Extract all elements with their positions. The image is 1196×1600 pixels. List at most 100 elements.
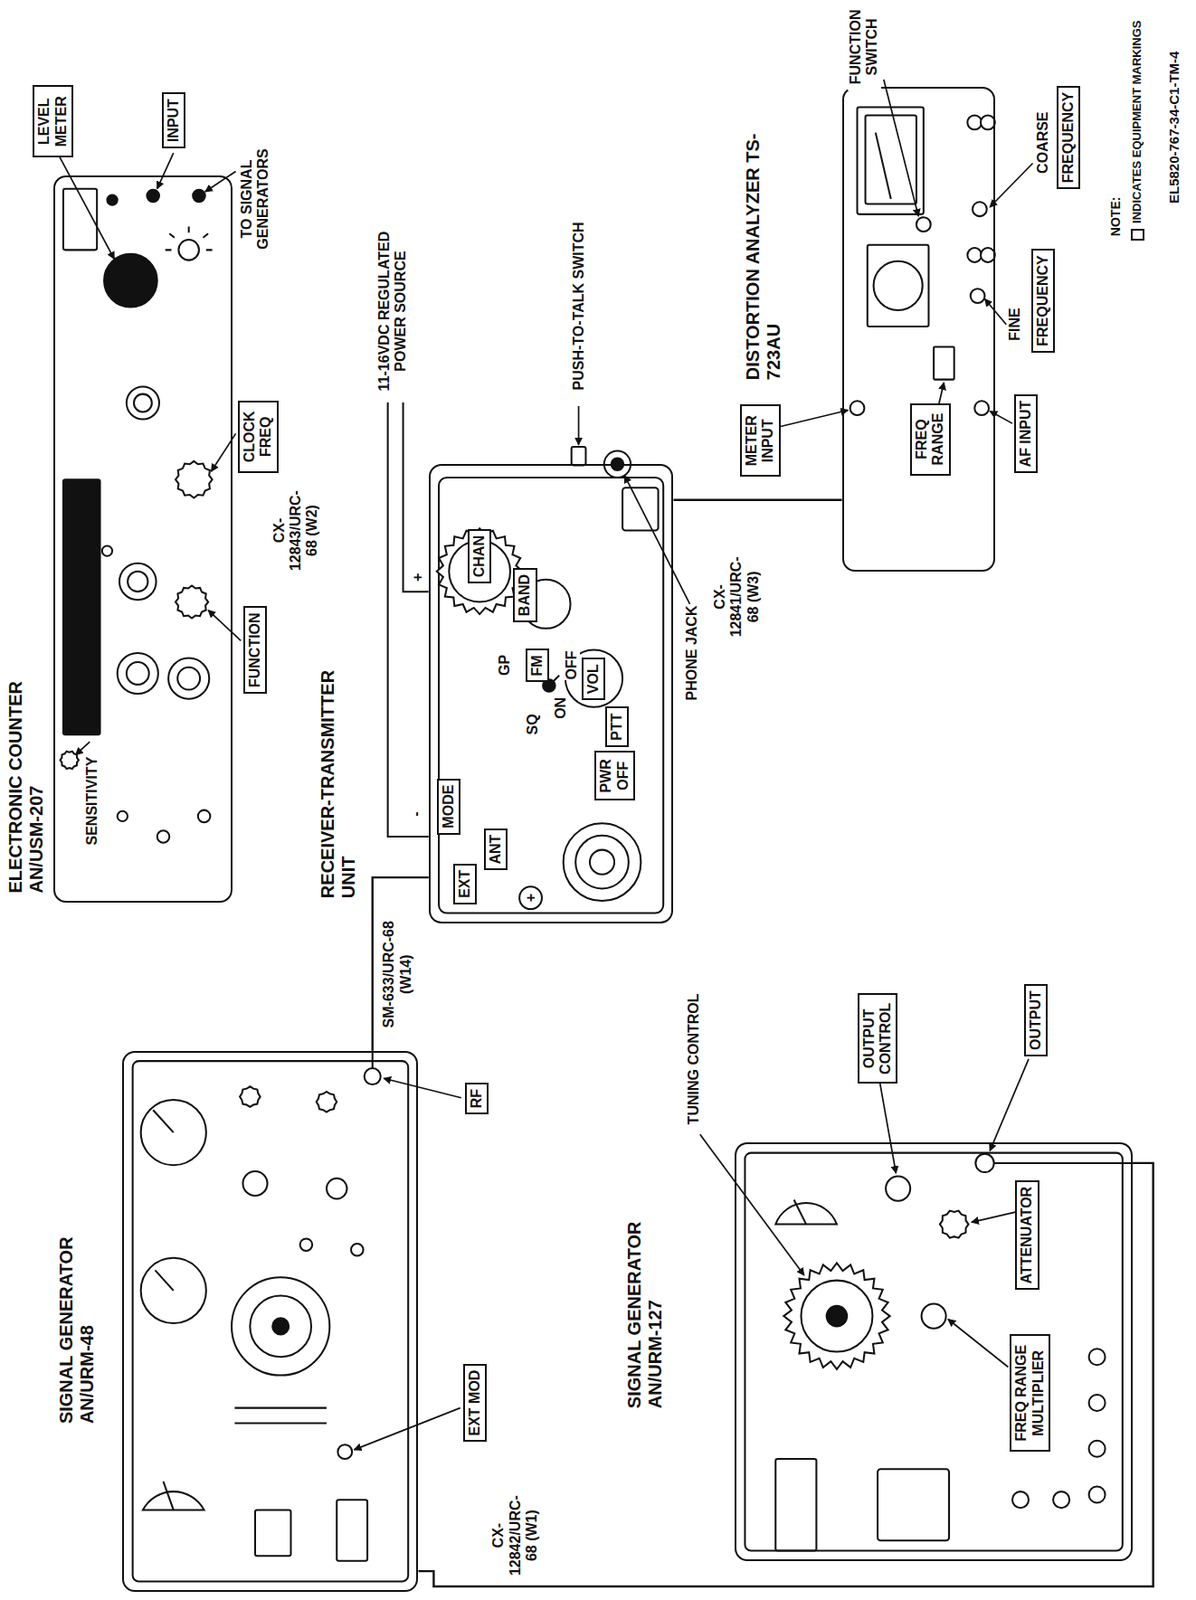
leader-line <box>700 1134 805 1276</box>
meter-needle <box>162 1481 173 1511</box>
marking-box: FM <box>525 648 550 683</box>
cable-label: CX-12841/URC-68 (W3) <box>711 552 762 641</box>
knob <box>885 1177 911 1202</box>
ring-knob <box>126 387 160 420</box>
meter-needle <box>154 1270 173 1291</box>
equipment-marking: RF <box>468 1089 485 1109</box>
speaker-ring <box>575 835 629 890</box>
equipment-title: DISTORTION ANALYZER TS-723AU <box>742 108 785 380</box>
meter <box>141 1100 207 1166</box>
marking-box: ATTENUATOR <box>1015 1180 1039 1291</box>
equipment-title: SIGNAL GENERATOR AN/URM-127 <box>624 1168 666 1409</box>
knob <box>970 288 986 304</box>
marking-box: ANT <box>484 828 508 872</box>
marking-box: FREQUENCY <box>1056 85 1081 190</box>
terminal <box>519 886 542 910</box>
ring-knob <box>117 653 159 694</box>
jack <box>146 189 160 203</box>
equipment-marking: MODE <box>440 785 457 829</box>
leader-line <box>624 475 690 605</box>
ring-knob-center <box>127 571 148 592</box>
equipment-marking: FREQ RANGE MULTIPLIER <box>1013 1340 1047 1446</box>
callout-label: ON <box>552 696 570 721</box>
serrated-knob <box>175 585 209 618</box>
output-connector <box>975 1154 994 1173</box>
knob <box>242 1171 267 1196</box>
marking-box: AF INPUT <box>1014 394 1038 475</box>
serrated-knob <box>783 1262 890 1369</box>
equipment-title: ELECTRONIC COUNTER AN/USM-207 <box>5 622 48 894</box>
lever-bars <box>234 1408 327 1424</box>
equipment-marking: CLOCK FREQ <box>241 407 276 467</box>
leader-line <box>578 406 580 446</box>
ring-knob <box>119 563 157 601</box>
ring-knob <box>168 658 209 700</box>
ptt-switch <box>571 446 587 466</box>
dial-frame <box>867 245 930 327</box>
callout-label: COARSE <box>1034 110 1052 174</box>
marking-box: LEVEL METER <box>32 85 74 158</box>
knob <box>117 811 128 822</box>
marking-box: CHAN <box>467 529 492 584</box>
equipment-outline: ELECTRONIC COUNTER AN/USM-207 <box>53 175 234 903</box>
equipment-marking: FREQ RANGE <box>913 409 948 470</box>
legend-row: INDICATES EQUIPMENT MARKINGS <box>1130 20 1145 241</box>
leader-line <box>985 299 1007 325</box>
knob <box>300 1238 314 1252</box>
equipment-marking: METER INPUT <box>743 410 778 471</box>
leader-line <box>353 1408 460 1451</box>
leader-line <box>971 1212 1016 1223</box>
panel-plate <box>877 1469 950 1541</box>
equipment-marking: FM <box>529 654 546 676</box>
meter-face <box>865 114 917 204</box>
knob <box>326 1178 348 1200</box>
callout-label: CX-12843/URC-68 (W2) <box>271 486 322 575</box>
callout-label: PHONE JACK <box>683 605 701 703</box>
marking-box: CLOCK FREQ <box>237 400 279 474</box>
panel-plate <box>775 1459 817 1552</box>
serrated-knob <box>175 461 213 499</box>
leader-line <box>780 409 848 427</box>
lamp <box>178 239 200 261</box>
equipment-illustration <box>58 79 1133 1582</box>
equipment-marking: FREQUENCY <box>1034 255 1052 346</box>
knob <box>102 545 113 556</box>
knob <box>1012 1491 1029 1509</box>
equipment-outline: SIGNAL GENERATOR AN/URM-48 <box>122 1051 418 1593</box>
callout-label: - <box>408 810 425 817</box>
marking-box: VOL <box>581 657 606 701</box>
toggle-lever <box>549 675 560 686</box>
marking-box: EXT MOD <box>463 1364 487 1443</box>
fan-meter <box>142 1491 205 1510</box>
ext-mod-connector <box>337 1444 352 1460</box>
leader-line <box>157 152 174 189</box>
serrated-knob <box>939 1211 969 1239</box>
equipment-marking: EXT MOD <box>466 1370 484 1437</box>
equipment-outline: SIGNAL GENERATOR AN/URM-127ATTENUATORFRE… <box>734 1142 1133 1561</box>
leader-line <box>939 382 945 405</box>
equipment-marking: PTT <box>608 712 626 741</box>
knob <box>1089 1395 1106 1412</box>
marking-box: MODE <box>436 778 461 836</box>
equipment-outline: RECEIVER-TRANSMITTER UNITCHANBANDFMVOLMO… <box>428 464 674 924</box>
rf-connector <box>364 1068 381 1085</box>
panel-plate <box>336 1499 368 1562</box>
equipment-outline: DISTORTION ANALYZER TS-723AUFREQ RANGE <box>842 86 996 572</box>
leader-line <box>75 741 90 756</box>
knob <box>198 810 211 824</box>
lamp-rays <box>165 226 213 250</box>
marking-box: PWR OFF <box>594 750 636 801</box>
panel-plate <box>255 1509 291 1557</box>
callout-label: NOTE: <box>1108 196 1123 238</box>
leader-line <box>58 156 114 260</box>
tuning-dial-ring <box>800 1281 873 1353</box>
legend-text: INDICATES EQUIPMENT MARKINGS <box>1130 20 1145 224</box>
panel-window <box>63 189 97 251</box>
callout-label: 11-16VDC REGULATED POWER SOURCE <box>376 219 410 403</box>
cable <box>372 877 429 1052</box>
meter-needle <box>875 132 892 200</box>
knob <box>967 114 982 130</box>
marking-box: FREQ RANGE MULTIPLIER <box>1009 1334 1051 1453</box>
meter-needle <box>794 1200 807 1225</box>
callout-label: GP <box>496 654 513 677</box>
